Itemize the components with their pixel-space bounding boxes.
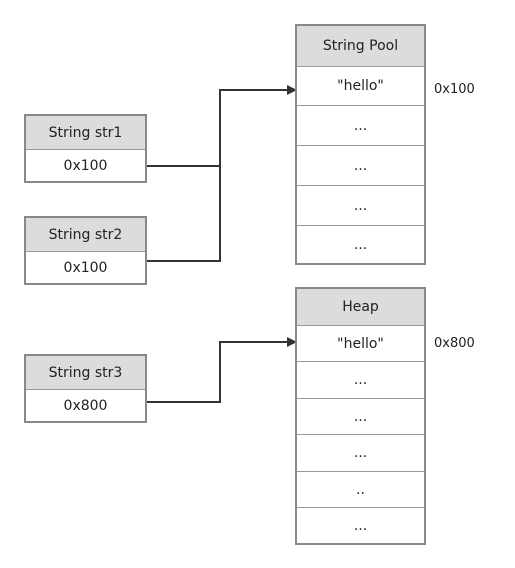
heap-cell: "hello" [297,326,424,362]
variable-value: 0x800 [63,397,108,414]
heap-cell: ... [353,517,368,534]
string-pool-address: 0x100 [434,82,475,97]
heap-cell: .. [297,472,424,508]
heap-address: 0x800 [434,336,475,351]
heap-box: Heap "hello" ... ... ... .. ... [295,287,426,545]
pool-cell: ... [353,236,368,253]
arrow-str3-to-heap [147,337,297,403]
variable-str2: String str2 0x100 [24,216,147,285]
heap-cell: ... [297,362,424,399]
arrow-str2-to-pool [147,90,221,262]
variable-value: 0x100 [63,157,108,174]
variable-name: String str2 [26,218,145,252]
pool-cell: "hello" [297,67,424,106]
pool-cell: ... [297,106,424,146]
pool-cell: ... [297,186,424,226]
variable-name: String str1 [26,116,145,150]
heap-cell: ... [297,435,424,472]
heap-title: Heap [297,289,424,326]
string-pool-box: String Pool "hello" ... ... ... ... [295,24,426,265]
variable-str3: String str3 0x800 [24,354,147,423]
string-pool-title: String Pool [297,26,424,67]
arrow-str1-to-pool [147,85,297,167]
heap-cell: ... [297,399,424,435]
variable-str1: String str1 0x100 [24,114,147,183]
variable-value: 0x100 [63,259,108,276]
pool-cell: ... [297,146,424,186]
variable-name: String str3 [26,356,145,390]
